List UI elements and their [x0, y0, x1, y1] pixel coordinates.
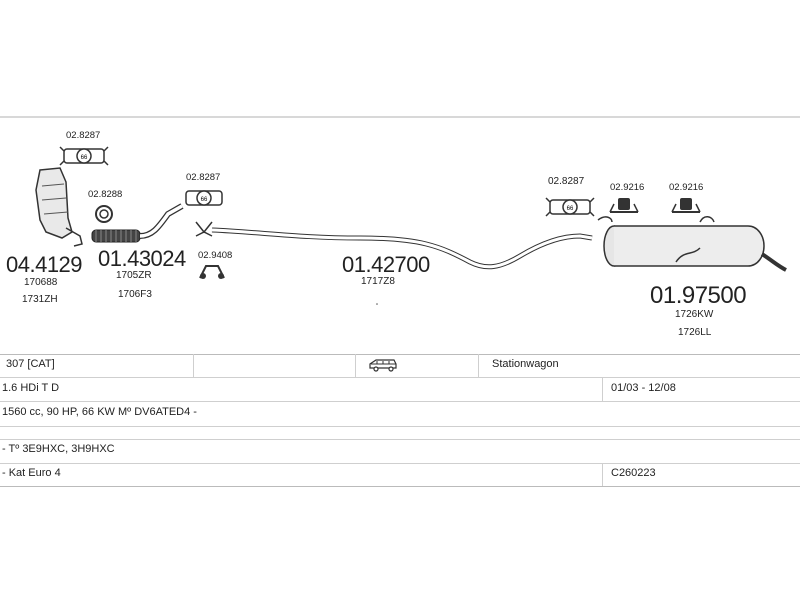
center-pipe-ref: 1717Z8	[361, 276, 395, 287]
catalytic-converter-icon[interactable]	[35, 167, 83, 247]
rear-muffler-ref-1: 1726KW	[675, 309, 714, 320]
svg-text:66: 66	[201, 197, 208, 203]
flex-pipe-part-number: 01.43024	[98, 246, 186, 271]
rear-muffler-ref-2: 1726LL	[678, 327, 712, 338]
gasket-icon[interactable]	[95, 205, 113, 223]
top-divider	[0, 116, 800, 118]
hanger-front-part-number: 02.9408	[198, 250, 233, 261]
hanger-rear-1-part-number: 02.9216	[610, 182, 645, 193]
clamp-icon[interactable]: 66	[545, 197, 595, 217]
gasket-part-number: 02.8288	[88, 189, 123, 200]
hanger-icon[interactable]	[671, 198, 701, 213]
station-wagon-icon	[368, 358, 398, 377]
center-pipe-part-number: 01.42700	[342, 252, 430, 277]
flex-pipe-ref-1: 1705ZR	[116, 270, 152, 281]
svg-text:66: 66	[567, 206, 574, 212]
vehicle-model: 307 [CAT]	[6, 358, 55, 370]
catalog-code: C260223	[611, 467, 656, 479]
rear-muffler-icon[interactable]	[597, 216, 787, 272]
catalytic-converter-part-number: 04.4129	[6, 252, 83, 277]
production-dates: 01/03 - 12/08	[611, 382, 676, 394]
hanger-icon[interactable]	[609, 198, 639, 213]
rear-muffler-part-number: 01.97500	[650, 282, 747, 309]
flex-pipe-icon[interactable]	[91, 203, 184, 243]
flex-pipe-ref-2: 1706F3	[118, 289, 152, 300]
hanger-icon[interactable]	[199, 265, 225, 279]
catalytic-converter-ref-1: 170688	[24, 277, 58, 288]
exhaust-diagram: 66 66 66	[35, 146, 787, 305]
clamp-part-number: 02.8287	[66, 130, 101, 141]
hanger-rear-2-part-number: 02.9216	[669, 182, 704, 193]
body-type: Stationwagon	[492, 358, 559, 370]
clamp-mid-part-number: 02.8287	[186, 172, 221, 183]
svg-text:66: 66	[81, 155, 88, 161]
emission-standard: - Kat Euro 4	[2, 467, 61, 479]
engine: 1.6 HDi T D	[2, 382, 60, 394]
clamp-icon[interactable]: 66	[59, 146, 109, 166]
type-codes: - Tº 3E9HXC, 3H9HXC	[2, 443, 115, 455]
center-pipe-icon[interactable]	[195, 221, 593, 305]
engine-specs: 1560 cc, 90 HP, 66 KW Mº DV6ATED4 -	[2, 406, 197, 418]
clamp-icon[interactable]: 66	[185, 190, 223, 206]
catalytic-converter-ref-2: 1731ZH	[22, 294, 58, 305]
clamp-rear-part-number: 02.8287	[548, 176, 585, 187]
